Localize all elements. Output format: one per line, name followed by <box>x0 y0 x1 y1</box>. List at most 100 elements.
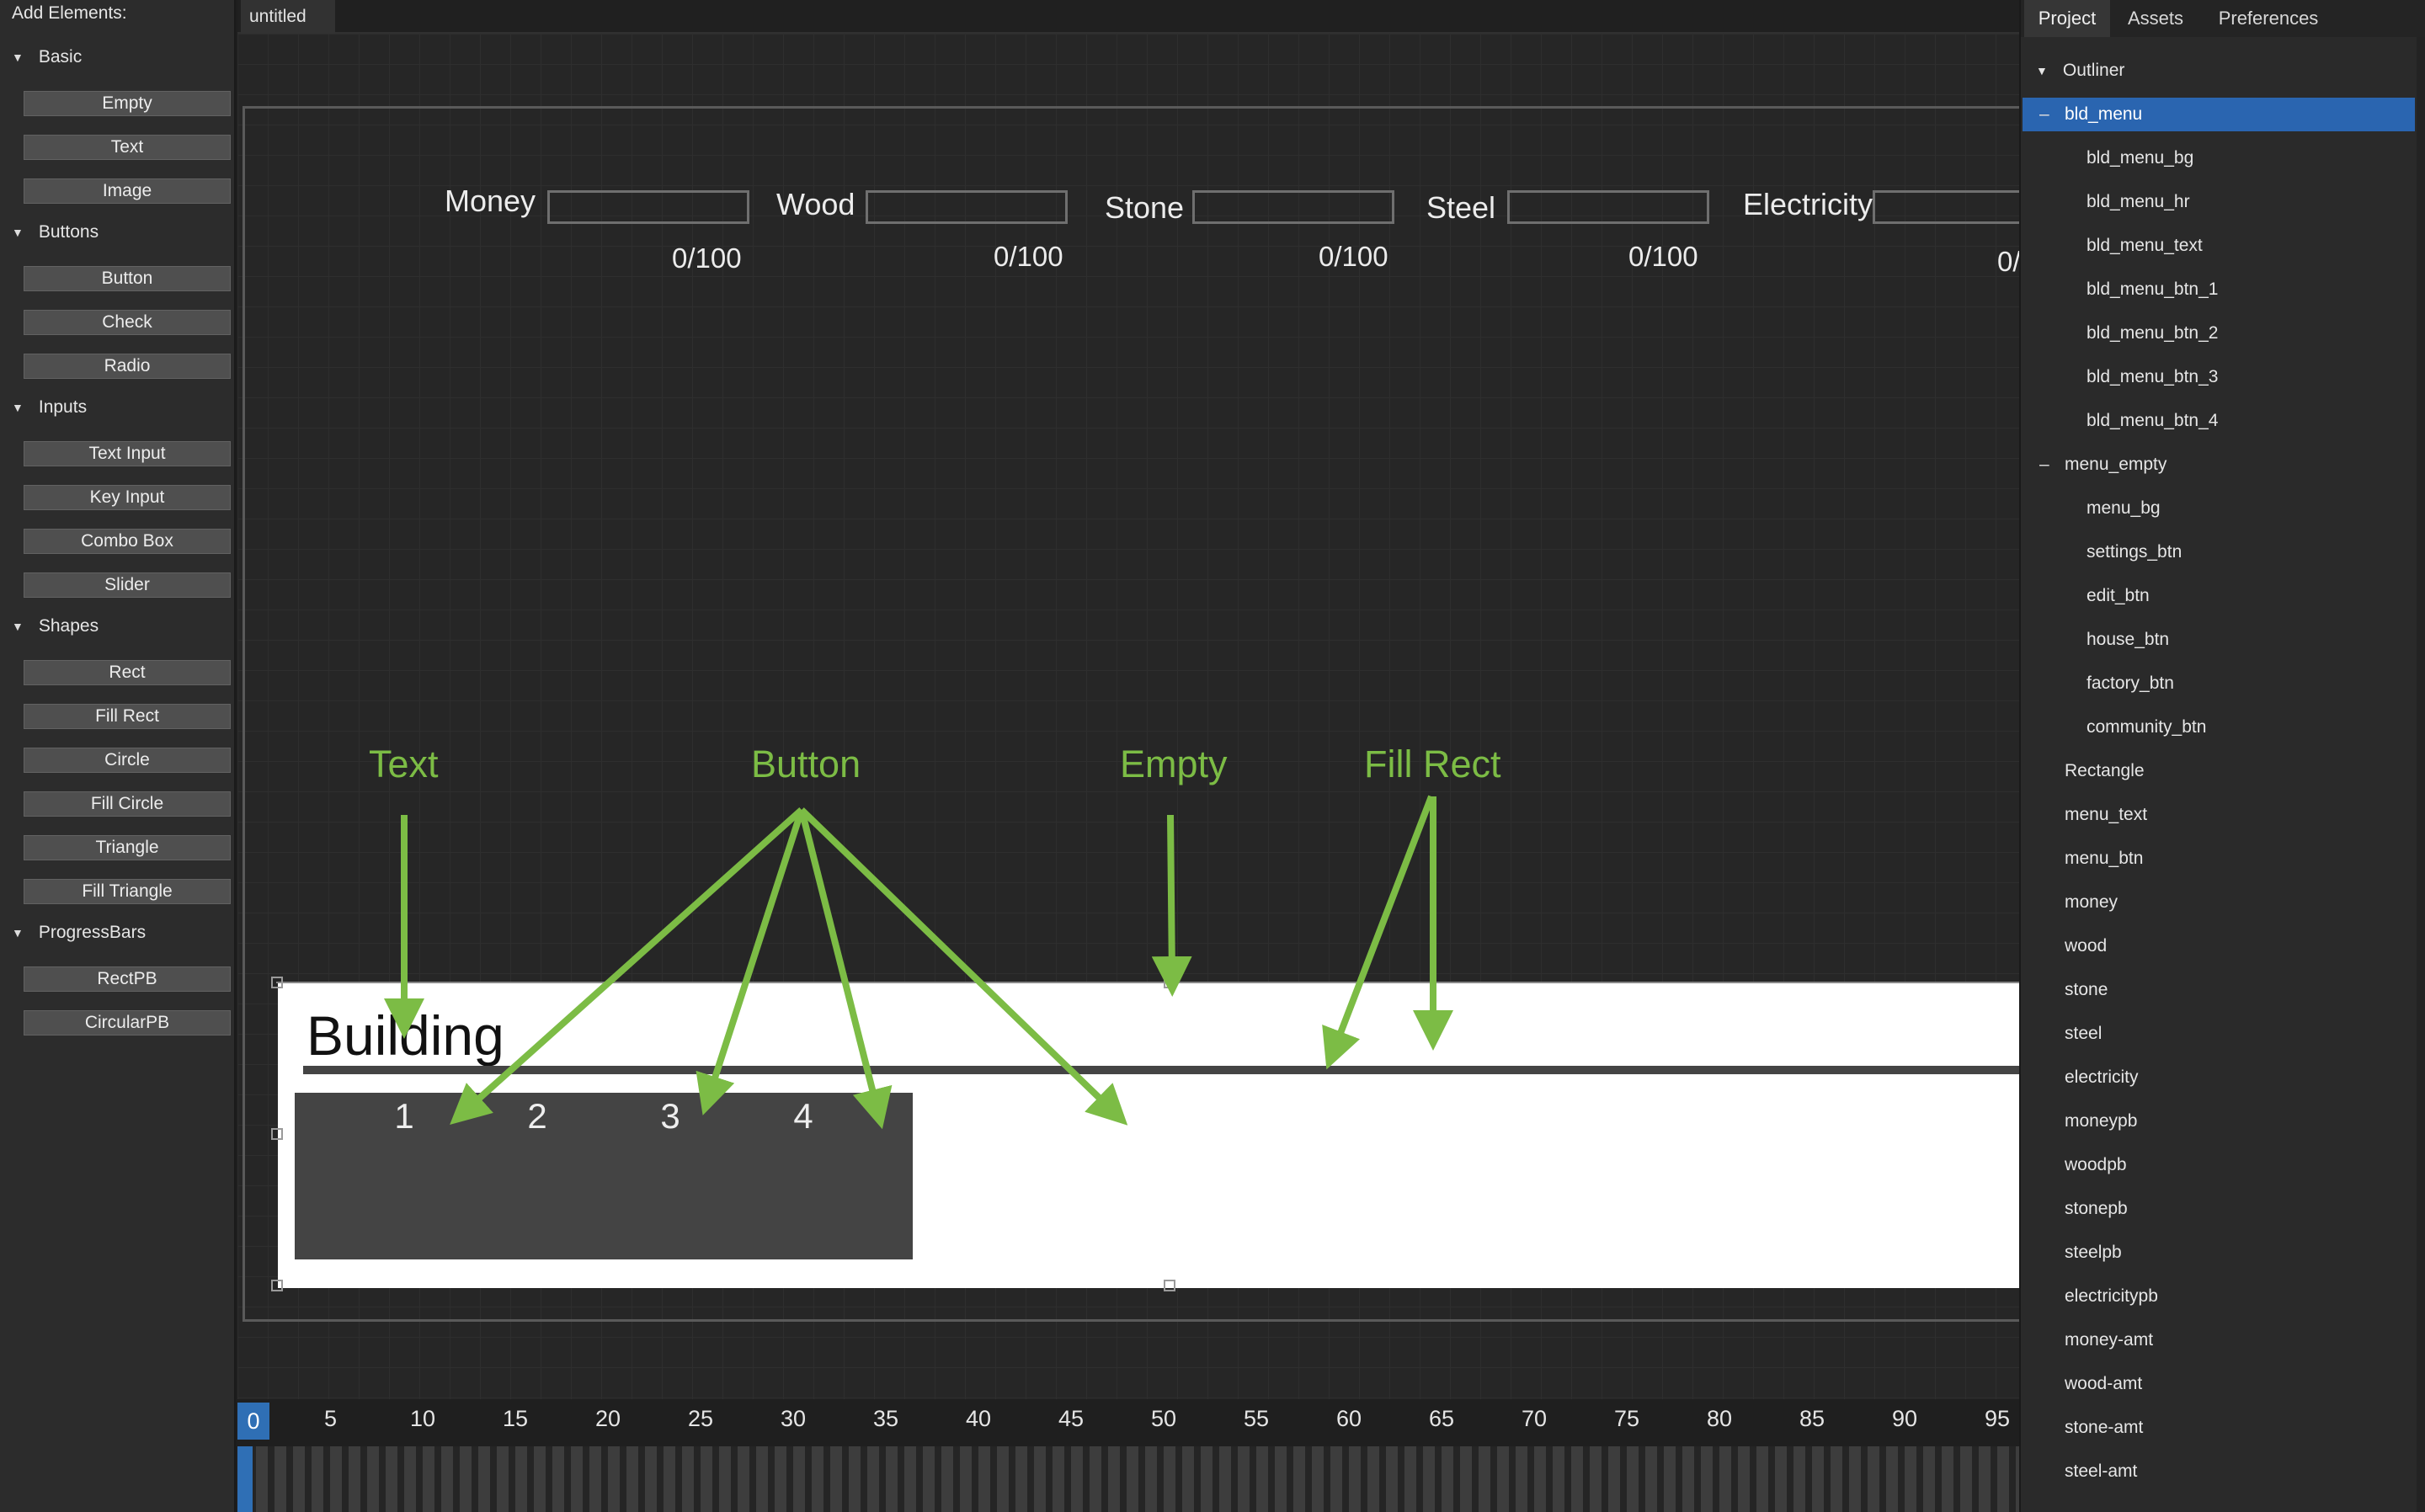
add-triangle-button[interactable]: Triangle <box>24 835 231 860</box>
timeline-tick[interactable]: 55 <box>1244 1406 1270 1431</box>
timeline-tick[interactable]: 15 <box>503 1406 529 1431</box>
timeline-tick[interactable]: 5 <box>324 1406 338 1431</box>
add-text-input-button[interactable]: Text Input <box>24 441 231 466</box>
timeline-track[interactable] <box>237 1446 2019 1512</box>
tab-untitled[interactable]: untitled <box>241 0 335 34</box>
timeline-tick[interactable]: 50 <box>1151 1406 1177 1431</box>
outliner-item-money[interactable]: money <box>2023 886 2415 919</box>
outliner-item-stone-amt[interactable]: stone-amt <box>2023 1411 2415 1445</box>
outliner-item-bld-menu-btn-3[interactable]: bld_menu_btn_3 <box>2023 360 2415 394</box>
add-empty-button[interactable]: Empty <box>24 91 231 116</box>
wood-amount[interactable]: 0/100 <box>994 241 1063 272</box>
stone-progressbar[interactable] <box>1192 190 1394 224</box>
steel-progressbar[interactable] <box>1507 190 1709 224</box>
add-rect-button[interactable]: Rect <box>24 660 231 685</box>
collapse-dash-icon[interactable]: – <box>2039 104 2049 124</box>
stone-amount[interactable]: 0/100 <box>1319 241 1388 272</box>
add-circularpb-button[interactable]: CircularPB <box>24 1010 231 1036</box>
steel-label[interactable]: Steel <box>1426 190 1496 225</box>
timeline-tick[interactable]: 45 <box>1058 1406 1085 1431</box>
collapse-dash-icon[interactable]: – <box>2039 455 2049 474</box>
outliner-item-settings-btn[interactable]: settings_btn <box>2023 535 2415 569</box>
timeline-tick[interactable]: 10 <box>410 1406 436 1431</box>
outliner-item-bld-menu-btn-1[interactable]: bld_menu_btn_1 <box>2023 273 2415 306</box>
expand-triangle-icon[interactable]: ▼ <box>12 401 24 414</box>
section-progressbars[interactable]: ▼ProgressBars <box>12 923 146 943</box>
add-circle-button[interactable]: Circle <box>24 748 231 773</box>
design-canvas[interactable]: Money 0/100 Wood 0/100 Stone 0/100 Steel 0/100 E… <box>237 34 2019 1399</box>
timeline-playhead[interactable] <box>237 1446 253 1512</box>
outliner-item-steelpb[interactable]: steelpb <box>2023 1236 2415 1270</box>
section-buttons[interactable]: ▼Buttons <box>12 222 99 242</box>
wood-label[interactable]: Wood <box>776 187 855 221</box>
outliner-item-steel-amt[interactable]: steel-amt <box>2023 1455 2415 1488</box>
timeline-tick[interactable]: 40 <box>966 1406 992 1431</box>
timeline-tick[interactable]: 60 <box>1336 1406 1362 1431</box>
tab-assets[interactable]: Assets <box>2127 8 2184 29</box>
resize-handle-bottom-center[interactable] <box>1164 1280 1175 1291</box>
resize-handle-bottom-left[interactable] <box>271 1280 283 1291</box>
timeline-tick[interactable]: 95 <box>1985 1406 2011 1431</box>
outliner-item-menu-bg[interactable]: menu_bg <box>2023 492 2415 525</box>
timeline-tick[interactable]: 35 <box>873 1406 899 1431</box>
stone-label[interactable]: Stone <box>1105 190 1185 225</box>
outliner-item-stonepb[interactable]: stonepb <box>2023 1192 2415 1226</box>
expand-triangle-icon[interactable]: ▼ <box>12 51 24 64</box>
timeline-tick[interactable]: 65 <box>1429 1406 1455 1431</box>
outliner-item-community-btn[interactable]: community_btn <box>2023 711 2415 744</box>
outliner-item-bld-menu-hr[interactable]: bld_menu_hr <box>2023 185 2415 219</box>
money-label[interactable]: Money <box>445 184 536 218</box>
steel-amount[interactable]: 0/100 <box>1628 241 1698 272</box>
electricity-amount[interactable]: 0/ <box>1997 246 2019 277</box>
add-check-button[interactable]: Check <box>24 310 231 335</box>
outliner-item-wood-amt[interactable]: wood-amt <box>2023 1367 2415 1401</box>
outliner-item-edit-btn[interactable]: edit_btn <box>2023 579 2415 613</box>
outliner-item-stone[interactable]: stone <box>2023 973 2415 1007</box>
outliner-item-wood[interactable]: wood <box>2023 929 2415 963</box>
outliner-item-bld-menu-text[interactable]: bld_menu_text <box>2023 229 2415 263</box>
tab-preferences[interactable]: Preferences <box>2218 8 2319 29</box>
timeline-tick[interactable]: 20 <box>595 1406 621 1431</box>
add-button-button[interactable]: Button <box>24 266 231 291</box>
expand-triangle-icon[interactable]: ▼ <box>12 620 24 633</box>
timeline-tick[interactable]: 75 <box>1614 1406 1640 1431</box>
outliner-item-menu-btn[interactable]: menu_btn <box>2023 842 2415 876</box>
expand-triangle-icon[interactable]: ▼ <box>2036 64 2048 77</box>
outliner-item-bld-menu[interactable]: –bld_menu <box>2023 98 2415 131</box>
building-menu-divider[interactable] <box>303 1066 2019 1074</box>
money-progressbar[interactable] <box>547 190 749 224</box>
add-slider-button[interactable]: Slider <box>24 572 231 598</box>
resize-handle-top-left[interactable] <box>271 977 283 988</box>
timeline-tick[interactable]: 70 <box>1522 1406 1548 1431</box>
tab-project[interactable]: Project <box>2024 0 2110 37</box>
outliner-item-electricitypb[interactable]: electricitypb <box>2023 1280 2415 1313</box>
outliner-item-woodpb[interactable]: woodpb <box>2023 1148 2415 1182</box>
outliner-item-menu-text[interactable]: menu_text <box>2023 798 2415 832</box>
outliner-item-factory-btn[interactable]: factory_btn <box>2023 667 2415 700</box>
resize-handle-middle-left[interactable] <box>271 1128 283 1140</box>
outliner-item-bld-menu-bg[interactable]: bld_menu_bg <box>2023 141 2415 175</box>
add-radio-button[interactable]: Radio <box>24 354 231 379</box>
add-fill-circle-button[interactable]: Fill Circle <box>24 791 231 817</box>
add-combo-box-button[interactable]: Combo Box <box>24 529 231 554</box>
add-fill-rect-button[interactable]: Fill Rect <box>24 704 231 729</box>
section-basic[interactable]: ▼Basic <box>12 47 82 67</box>
add-image-button[interactable]: Image <box>24 178 231 204</box>
outliner-item-moneypb[interactable]: moneypb <box>2023 1105 2415 1138</box>
money-amount[interactable]: 0/100 <box>672 242 742 274</box>
outliner-item-bld-menu-btn-2[interactable]: bld_menu_btn_2 <box>2023 317 2415 350</box>
timeline-tick[interactable]: 85 <box>1799 1406 1825 1431</box>
electricity-label[interactable]: Electricity <box>1743 187 1873 221</box>
outliner-item-rectangle[interactable]: Rectangle <box>2023 754 2415 788</box>
section-inputs[interactable]: ▼Inputs <box>12 397 87 418</box>
expand-triangle-icon[interactable]: ▼ <box>12 226 24 239</box>
timeline-tick-current[interactable]: 0 <box>237 1403 269 1440</box>
electricity-progressbar[interactable] <box>1873 190 2019 224</box>
outliner-item-electricity[interactable]: electricity <box>2023 1061 2415 1094</box>
outliner-item-menu-empty[interactable]: –menu_empty <box>2023 448 2415 482</box>
outliner-item-steel[interactable]: steel <box>2023 1017 2415 1051</box>
outliner-item-money-amt[interactable]: money-amt <box>2023 1323 2415 1357</box>
timeline-tick[interactable]: 25 <box>688 1406 714 1431</box>
add-text-button[interactable]: Text <box>24 135 231 160</box>
